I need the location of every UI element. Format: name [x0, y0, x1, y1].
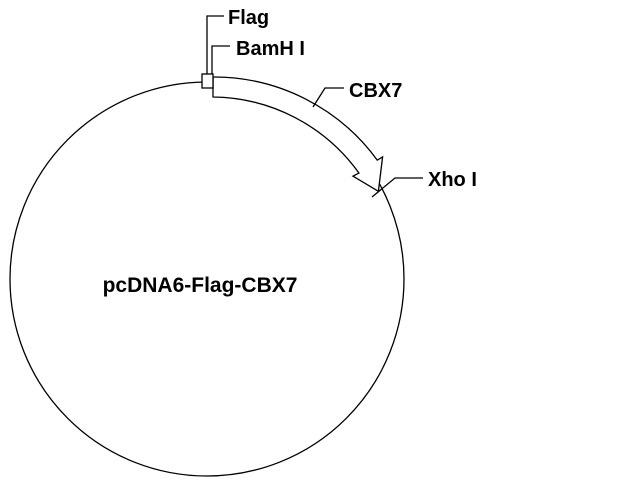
cbx7-label: CBX7: [349, 80, 402, 102]
flag-label: Flag: [228, 7, 269, 29]
bamhi-leader-line: [211, 45, 230, 74]
xhoi-label: Xho I: [428, 169, 477, 191]
bamhi-label: BamH I: [236, 38, 305, 60]
cbx7-leader-line: [312, 87, 344, 108]
flag-leader-line: [206, 15, 224, 74]
xhoi-leader-line: [371, 177, 423, 198]
plasmid-name: pcDNA6-Flag-CBX7: [103, 274, 298, 297]
flag-tag-box: [201, 73, 214, 89]
